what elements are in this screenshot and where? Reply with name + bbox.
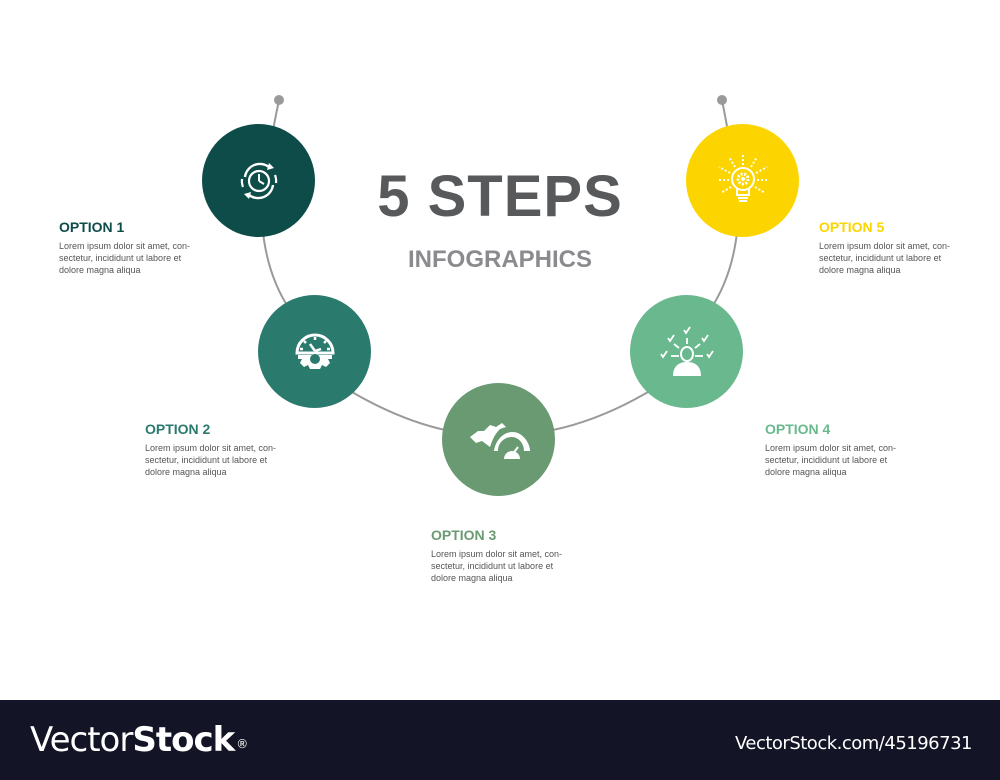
step-1-text: Lorem ipsum dolor sit amet, con-sectetur…: [59, 241, 191, 275]
step-5-text: Lorem ipsum dolor sit amet, con-sectetur…: [819, 241, 951, 275]
arc-endpoint-left: [274, 95, 284, 105]
image-reference: VectorStock.com/45196731: [734, 733, 973, 754]
infographic-canvas: 5 STEPS INFOGRAPHICS: [59, 95, 969, 584]
arc-endpoint-right: [717, 95, 727, 105]
step-2-text: Lorem ipsum dolor sit amet, con-sectetur…: [145, 443, 277, 477]
vectorstock-logo: VectorStock®: [30, 720, 248, 760]
step-2-circle: [258, 295, 371, 408]
step-2-description: OPTION 2 Lorem ipsum dolor sit amet, con…: [145, 422, 295, 478]
step-5-label: OPTION 5: [819, 219, 885, 235]
step-3-circle: [442, 383, 555, 496]
step-4-label: OPTION 4: [765, 421, 831, 437]
step-5-circle: [686, 124, 799, 237]
lightbulb-gear-icon: [716, 152, 769, 202]
step-1-label: OPTION 1: [59, 219, 125, 235]
step-3-description: OPTION 3 Lorem ipsum dolor sit amet, con…: [431, 528, 581, 584]
step-2-label: OPTION 2: [145, 421, 211, 437]
page-title: 5 STEPS: [377, 164, 623, 229]
step-3-label: OPTION 3: [431, 527, 497, 543]
step-1-description: OPTION 1 Lorem ipsum dolor sit amet, con…: [59, 220, 209, 276]
gear-clock-icon: [294, 333, 335, 369]
page-subtitle: INFOGRAPHICS: [407, 246, 592, 273]
step-4-text: Lorem ipsum dolor sit amet, con-sectetur…: [765, 443, 897, 477]
speed-gauge-icon: [469, 422, 530, 459]
step-5-description: OPTION 5 Lorem ipsum dolor sit amet, con…: [819, 220, 969, 276]
footer-bar: VectorStock® VectorStock.com/45196731: [0, 700, 1000, 780]
step-3-text: Lorem ipsum dolor sit amet, con-sectetur…: [431, 549, 563, 583]
clock-cycle-icon: [240, 162, 277, 199]
step-4-description: OPTION 4 Lorem ipsum dolor sit amet, con…: [765, 422, 915, 478]
person-checklist-icon: [659, 326, 714, 376]
step-1-circle: [202, 124, 315, 237]
connector-arc: [261, 95, 739, 431]
step-4-circle: [630, 295, 743, 408]
